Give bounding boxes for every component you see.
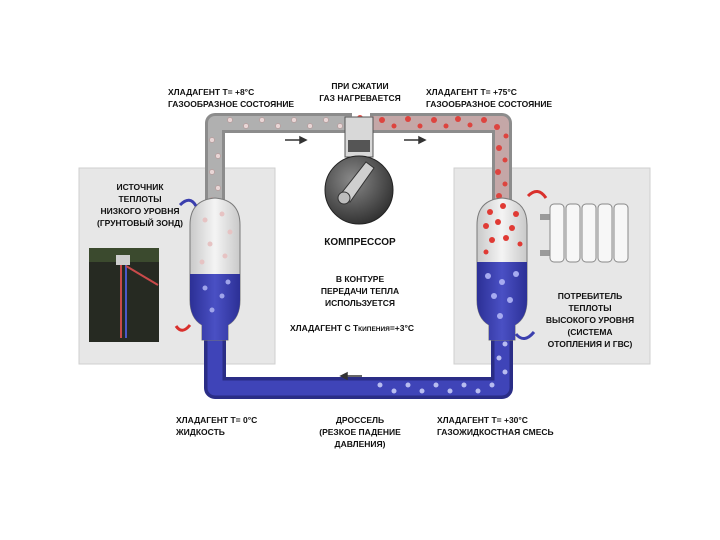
condenser-vessel — [476, 197, 528, 341]
label-throttle: ДРОССЕЛЬ(РЕЗКОЕ ПАДЕНИЕ ДАВЛЕНИЯ) — [319, 415, 401, 449]
pipe-cold-gas — [205, 113, 352, 210]
evaporator-vessel — [189, 197, 241, 341]
label-boiling-point: ХЛАДАГЕНТ С tКИПЕНИЯ=+3°C — [290, 323, 415, 333]
radiator-image — [540, 203, 629, 263]
heat-flow-arrows — [174, 190, 548, 340]
label-compressor: КОМПРЕССОР — [324, 237, 396, 248]
flow-arrows — [285, 135, 427, 381]
pipe-liquid — [204, 330, 513, 399]
ground-probe-image — [89, 248, 159, 342]
compressor — [324, 116, 394, 225]
liquid-bubbles — [377, 341, 508, 394]
hot-gas-bubbles — [351, 115, 509, 199]
pipe-hot-gas — [370, 113, 512, 210]
